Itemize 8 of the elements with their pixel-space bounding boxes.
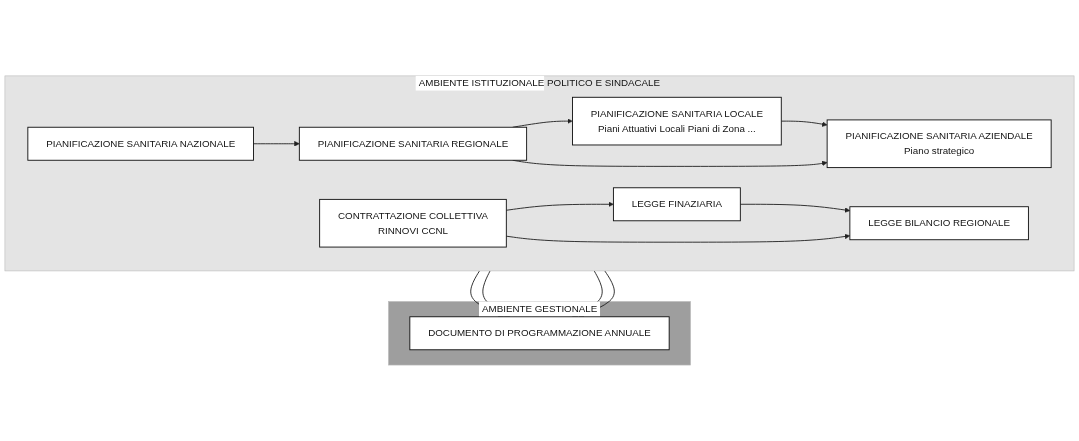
node-box: LEGGE BILANCIO REGIONALE [849, 206, 1029, 241]
node-box: PIANIFICAZIONE SANITARIA LOCALE Piani Attuativi Locali Piani di Zona ... [572, 96, 782, 146]
node-box: LEGGE FINAZIARIA [612, 187, 741, 222]
node-box: PIANIFICAZIONE SANITARIA AZIENDALE Piano strategico [826, 119, 1052, 169]
node-box: CONTRATTAZIONE COLLETTIVA RINNOVI CCNL [319, 198, 507, 248]
node-box: PIANIFICAZIONE SANITARIA NAZIONALE [27, 126, 254, 161]
node-box: DOCUMENTO DI PROGRAMMAZIONE ANNUALE [409, 316, 670, 351]
node-box: PIANIFICAZIONE SANITARIA REGIONALE [298, 126, 528, 161]
